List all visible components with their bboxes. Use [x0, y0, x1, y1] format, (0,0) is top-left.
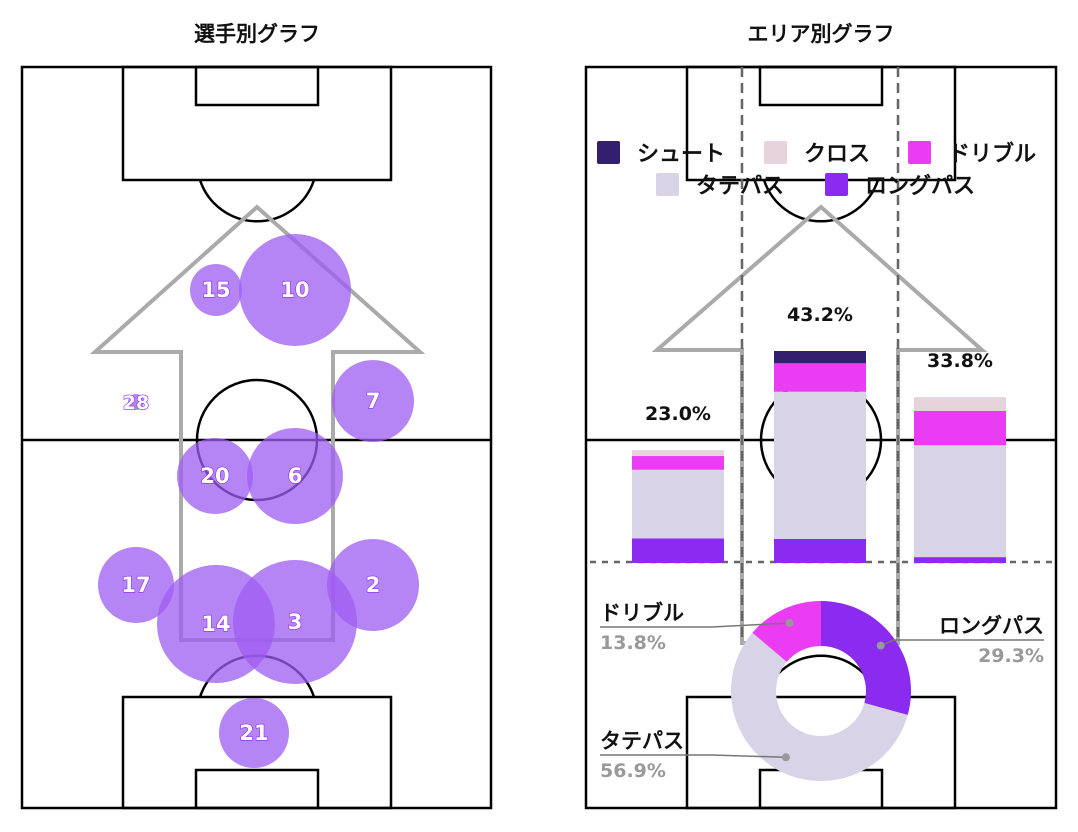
donut-leader-dribble: [600, 622, 790, 628]
bar-total-label-2: 33.8%: [927, 350, 993, 372]
donut-percent-tate: 56.9%: [600, 760, 666, 782]
right-arrow: [651, 204, 988, 645]
player-bubble-3: [233, 560, 357, 684]
bar-segment-long-2: [914, 557, 1006, 563]
player-label-3: 3: [288, 610, 303, 634]
bar-total-label-0: 23.0%: [645, 403, 711, 425]
donut-percent-long: 29.3%: [978, 645, 1044, 667]
donut-slice-long: [821, 601, 911, 716]
top-penalty-arc: [762, 179, 880, 223]
bar-segment-long-1: [774, 538, 866, 563]
top-goal-box: [758, 65, 884, 107]
donut-leader-long: [880, 639, 1044, 647]
top-goal-box: [194, 65, 320, 107]
donut-leader-dot-long: [876, 641, 885, 650]
legend-swatch-cross: [764, 141, 787, 164]
bar-segment-dribble-0: [632, 456, 724, 470]
donut-leader-dot-tate: [781, 753, 790, 762]
top-penalty-box: [121, 65, 393, 182]
player-label-14: 14: [201, 612, 230, 636]
player-bubble-17: [98, 547, 174, 623]
legend-swatch-long: [825, 173, 848, 196]
bar-segment-dribble-2: [914, 410, 1006, 446]
player-label-7: 7: [366, 389, 381, 413]
donut-label-long: ロングパス: [939, 614, 1044, 638]
player-bubbles: 15 10 28 7 20 6 17 14 3 2 21: [98, 234, 419, 768]
stacked-bars: 23.0% 43.2% 33.8%: [632, 304, 1006, 563]
player-bubble-28: [128, 394, 144, 410]
bottom-goal-box: [194, 768, 320, 810]
bar-segment-cross-2: [914, 397, 1006, 411]
bar-segment-dribble-1: [774, 363, 866, 392]
bar-segment-shot-1: [774, 351, 866, 364]
donut-label-tate: タテパス: [600, 729, 684, 753]
left-pitch: [20, 65, 493, 810]
legend-label-cross: クロス: [804, 142, 870, 167]
player-label-21: 21: [239, 721, 268, 745]
player-label-17: 17: [121, 573, 150, 597]
bar-segment-tate-1: [774, 391, 866, 539]
player-bubble-20: [177, 438, 253, 514]
bar-segment-long-0: [632, 538, 724, 563]
donut-chart: ロングパス 29.3% タテパス 56.9% ドリブル 13.8%: [600, 601, 1044, 782]
legend-swatch-shot: [597, 141, 620, 164]
player-bubble-7: [332, 360, 414, 442]
legend-label-shot: シュート: [637, 142, 725, 167]
legend-label-long: ロングパス: [865, 173, 975, 199]
donut-slice-tate: [730, 632, 908, 782]
player-bubble-6: [247, 428, 343, 524]
player-label-2: 2: [366, 573, 381, 597]
player-label-20: 20: [200, 464, 229, 488]
player-label-28: 28: [123, 392, 149, 414]
donut-leader-tate: [600, 754, 786, 759]
left-chart-title: 選手別グラフ: [194, 22, 320, 46]
top-penalty-arc: [198, 179, 316, 223]
player-bubble-21: [219, 698, 289, 768]
player-bubble-10: [239, 234, 351, 346]
right-chart-title: エリア別グラフ: [747, 22, 895, 46]
player-label-15: 15: [201, 278, 230, 302]
bar-segment-tate-2: [914, 445, 1006, 558]
bar-segment-tate-0: [632, 469, 724, 539]
player-label-6: 6: [288, 464, 303, 488]
player-bubble-15: [190, 264, 242, 316]
legend-swatch-tate: [656, 173, 679, 196]
legend-swatch-dribble: [908, 141, 931, 164]
legend-label-dribble: ドリブル: [948, 141, 1036, 167]
legend-label-tate: タテパス: [696, 174, 784, 199]
donut-percent-dribble: 13.8%: [600, 632, 666, 654]
donut-label-dribble: ドリブル: [600, 601, 684, 625]
bar-total-label-1: 43.2%: [787, 304, 853, 326]
player-bubble-2: [327, 539, 419, 631]
player-label-10: 10: [280, 278, 309, 302]
donut-slice-dribble: [752, 601, 821, 662]
donut-leader-dot-dribble: [785, 618, 794, 627]
bar-segment-cross-0: [632, 450, 724, 457]
